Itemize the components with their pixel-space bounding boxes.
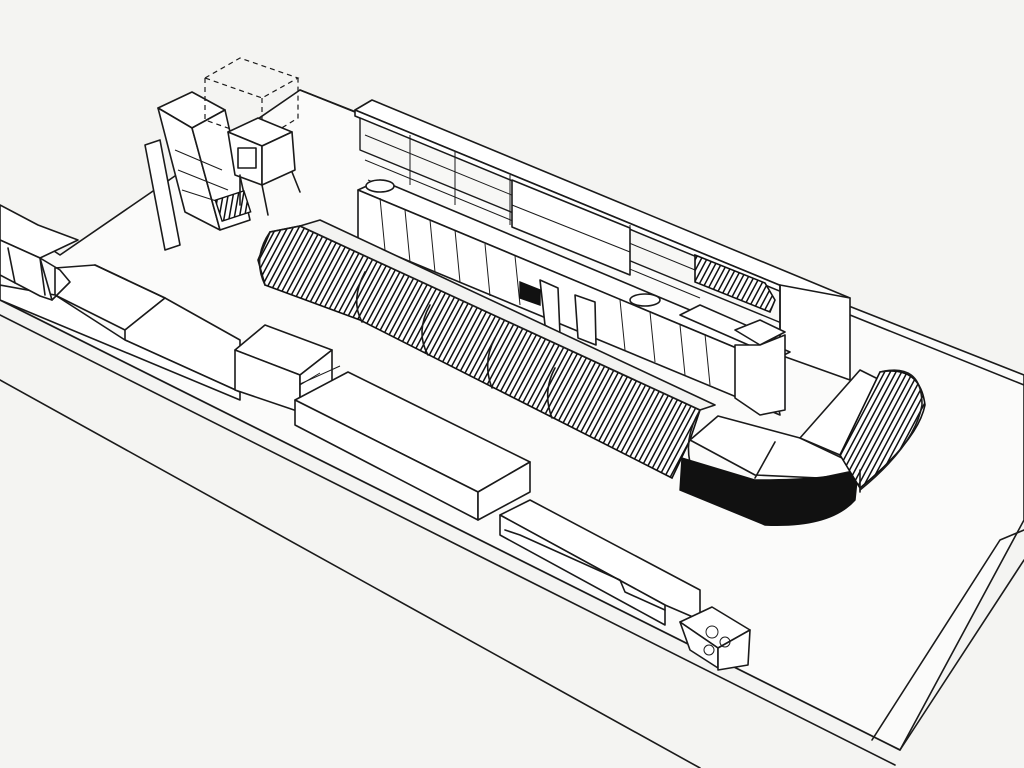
curved-display-case [257,219,716,480]
oven-stove [227,117,301,216]
front-counter-run [0,264,241,401]
back-wall-shelving [354,99,851,381]
corner-bench [0,204,79,301]
end-display-case [799,369,926,493]
sink-unit [679,606,751,671]
lower-counter-segment [499,499,701,626]
back-base-cabinets [357,179,791,416]
tall-shelf-unit [144,91,252,251]
front-display-block [294,365,531,521]
corner-end-counter [679,415,859,526]
